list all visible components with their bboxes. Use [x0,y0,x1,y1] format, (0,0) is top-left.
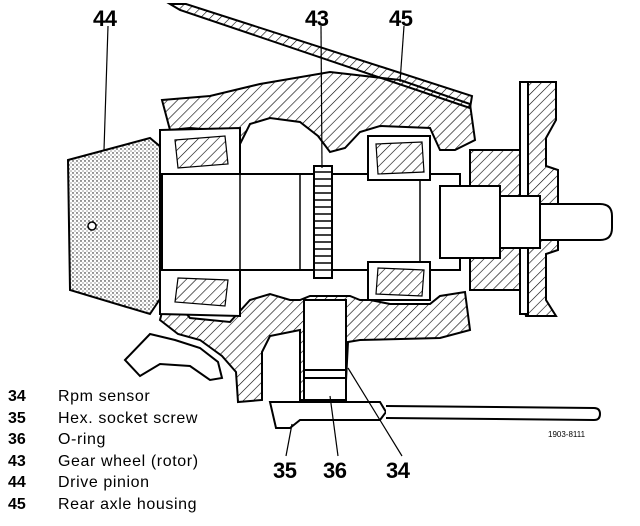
legend-text: Gear wheel (rotor) [58,452,199,470]
right-bearing-lower [367,261,431,301]
legend-text: Rear axle housing [58,495,198,513]
legend-text: Drive pinion [58,474,150,492]
gear-wheel-rotor [313,165,333,279]
left-bearing-lower [159,269,241,318]
callout-44-top: 44 [93,6,117,31]
sensor-cable [385,405,602,422]
figure-code: 1903-8111 [548,430,586,439]
legend-text: O-ring [58,431,107,449]
left-bearing-upper [159,126,241,175]
legend-item: 35 Hex. socket screw [8,408,199,430]
legend-item: 44 Drive pinion [8,472,199,494]
legend-item: 36 O-ring [8,429,199,451]
legend-number: 43 [8,452,26,470]
callout-43-top: 43 [305,6,329,31]
pinion-shaft [159,173,613,271]
drive-pinion [66,136,163,316]
callout-34-bottom: 34 [386,458,410,483]
right-bearing-upper [367,135,431,181]
legend-item: 43 Gear wheel (rotor) [8,451,199,473]
legend-number: 35 [8,409,26,427]
callout-35-bottom: 35 [273,458,297,483]
legend-text: Rpm sensor [58,388,151,405]
callout-45-top: 45 [389,6,413,31]
legend-number: 34 [8,388,26,405]
parts-legend: 34 Rpm sensor 35 Hex. socket screw 36 O-… [8,386,199,516]
legend-item: 34 Rpm sensor [8,386,199,408]
leader-lines [103,25,405,457]
legend-number: 36 [8,431,26,449]
legend-text: Hex. socket screw [58,409,199,427]
rpm-sensor [268,299,388,429]
callout-36-bottom: 36 [323,458,347,483]
legend-number: 44 [8,474,26,492]
legend-item: 45 Rear axle housing [8,494,199,516]
legend-number: 45 [8,495,26,513]
